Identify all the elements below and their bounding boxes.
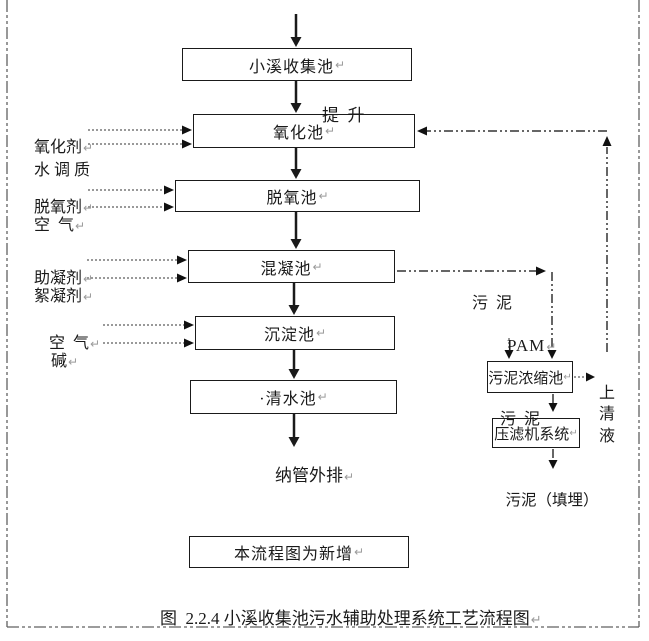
- flow-label-sludge-landfill: 污泥（填埋）: [505, 492, 599, 510]
- paragraph-mark: ↵: [530, 613, 542, 628]
- arrow-air-to-sediment: [103, 320, 194, 330]
- process-box-oxidation: 氧化池↵: [193, 114, 415, 148]
- process-box-clearwater: ·清水池↵: [190, 380, 397, 414]
- paragraph-mark: ↵: [546, 339, 557, 354]
- flow-label-supernatant: 上 清 液: [598, 384, 615, 445]
- paragraph-mark: ↵: [315, 326, 327, 340]
- process-box-sediment-label: 沉淀池: [263, 327, 315, 344]
- flow-label-lift: 提 升: [322, 105, 365, 125]
- arrow-coagulation-sludge-out: [397, 266, 546, 276]
- arrow-clearwater-to-outfall: [288, 414, 300, 447]
- process-box-collect-label: 小溪收集池: [248, 58, 334, 76]
- process-box-coagulation: 混凝池↵: [188, 250, 395, 283]
- input-label-deoxidizer: 脱氧剂↵: [34, 198, 94, 216]
- arrow-oxidant-to-oxidation: [88, 125, 192, 135]
- line-supernatant-up: [602, 136, 612, 352]
- paragraph-mark: ↵: [312, 259, 323, 274]
- arrow-thickener-to-supernatant: [574, 372, 595, 382]
- flow-label-pam: PAM↵: [507, 335, 557, 355]
- paragraph-mark: ↵: [344, 469, 355, 484]
- arrow-supernatant-to-oxidation: [417, 126, 607, 136]
- flow-label-outfall: 纳管外排↵: [275, 465, 355, 485]
- paragraph-mark: ↵: [317, 390, 328, 404]
- dotted-stub-arrows: [504, 338, 595, 382]
- paragraph-mark: ↵: [83, 200, 94, 215]
- arrow-sediment-to-clearwater: [288, 350, 300, 379]
- arrow-coagaid-to-coagulation: [87, 255, 187, 265]
- paragraph-mark: ↵: [324, 124, 336, 138]
- arrow-deoxygen-to-coagulation: [290, 212, 302, 249]
- input-label-air-2: 空 气↵: [49, 334, 101, 352]
- paragraph-mark: ↵: [83, 271, 94, 286]
- paragraph-mark: ↵: [83, 140, 94, 155]
- process-box-filterpress-label: 压滤机系统: [494, 426, 570, 443]
- paragraph-mark: ↵: [68, 354, 79, 369]
- arrow-air-to-deoxygen: [88, 202, 174, 212]
- input-label-oxidant: 氧化剂↵: [34, 138, 94, 156]
- process-box-collect: 小溪收集池↵: [182, 48, 412, 81]
- flow-label-sludge-1: 污 泥: [472, 294, 513, 312]
- arrow-deoxidizer-to-deoxygen: [88, 185, 174, 195]
- process-box-sediment: 沉淀池↵: [195, 316, 395, 350]
- paragraph-mark: ↵: [334, 57, 346, 72]
- paragraph-mark: ↵: [569, 427, 578, 439]
- paragraph-mark: ↵: [83, 289, 94, 304]
- arrow-flocculant-to-coagulation: [87, 273, 187, 283]
- paragraph-mark: ↵: [318, 189, 329, 203]
- paragraph-mark: ↵: [353, 545, 365, 559]
- paragraph-mark: ↵: [563, 371, 572, 383]
- arrow-watercond-to-oxidation: [88, 139, 192, 149]
- line-sludge-down-to-thickener: [547, 272, 557, 359]
- figure-caption: 图 2.2.4 小溪收集池污水辅助处理系统工艺流程图↵: [160, 609, 542, 628]
- arrow-oxidation-to-deoxygen: [290, 148, 302, 179]
- process-box-thickener-label: 污泥浓缩池: [488, 370, 564, 387]
- input-label-air-1: 空 气↵: [34, 216, 86, 234]
- input-label-flocculant: 絮凝剂↵: [34, 287, 94, 305]
- arrow-alkali-to-sediment: [103, 338, 194, 348]
- arrow-inlet-to-collect: [290, 14, 302, 47]
- trailing-paragraph-mark: ↵: [635, 620, 649, 641]
- paragraph-mark: ↵: [90, 336, 101, 351]
- chemical-dosing-arrows: [87, 125, 194, 348]
- process-box-coagulation-label: 混凝池: [260, 260, 312, 278]
- sludge-recycle-lines: [397, 126, 612, 469]
- input-label-alkali: 碱↵: [51, 352, 79, 370]
- input-label-coagulant-aid: 助凝剂↵: [34, 269, 94, 287]
- main-flow-arrows: [288, 14, 302, 447]
- arrow-filterpress-to-landfill: [548, 449, 558, 469]
- process-box-oxidation-label: 氧化池: [272, 125, 324, 142]
- paragraph-mark: ↵: [75, 218, 86, 233]
- process-box-clearwater-label: ·清水池: [259, 391, 317, 408]
- arrow-thickener-to-filterpress: [548, 394, 558, 412]
- arrow-coagulation-to-sediment: [288, 283, 300, 315]
- input-label-water-conditioning: 水 调 质: [34, 161, 91, 179]
- process-box-deoxygen: 脱氧池↵: [175, 180, 420, 212]
- note-box-new-process: 本流程图为新增↵: [189, 536, 409, 568]
- note-box-label: 本流程图为新增: [233, 546, 353, 563]
- flow-label-sludge-2: 污 泥: [500, 410, 541, 428]
- process-box-filterpress: 压滤机系统↵: [492, 418, 580, 448]
- canvas-border: [6, 0, 640, 628]
- process-box-deoxygen-label: 脱氧池: [266, 190, 318, 207]
- arrow-collect-to-oxidation: [290, 81, 302, 113]
- arrow-pam-to-thickener: [504, 338, 514, 359]
- process-box-thickener: 污泥浓缩池↵: [487, 361, 573, 393]
